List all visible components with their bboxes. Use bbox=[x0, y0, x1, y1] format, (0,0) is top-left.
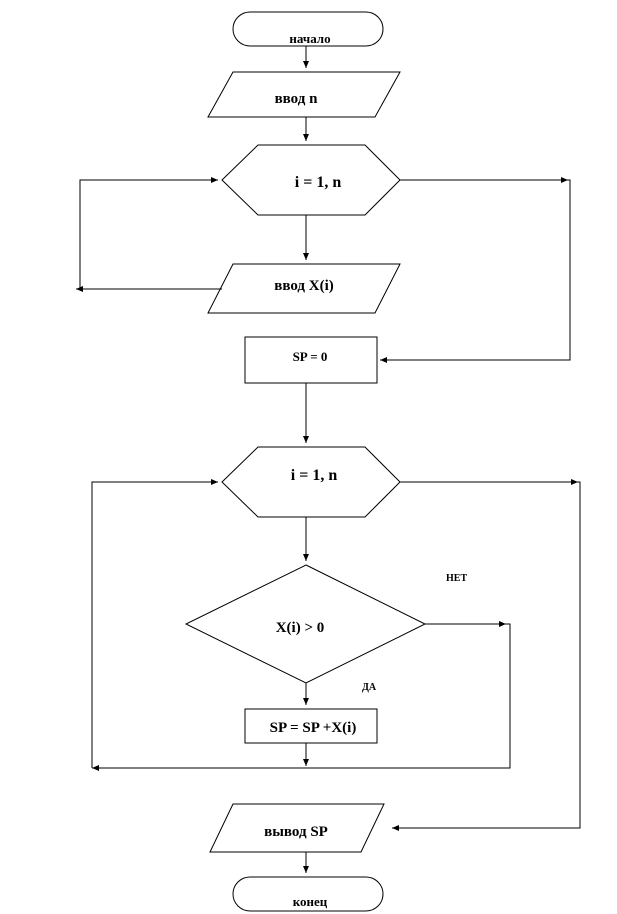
condition-diamond: X(i) > 0 bbox=[184, 564, 427, 684]
init-sum-label: SP = 0 bbox=[293, 349, 328, 364]
loop1-label: i = 1, n bbox=[295, 174, 342, 191]
condition-label: X(i) > 0 bbox=[276, 620, 325, 636]
init-sum-process: SP = 0 bbox=[244, 336, 378, 384]
start-label: начало bbox=[289, 31, 330, 46]
loop2-exit-line bbox=[392, 481, 581, 831]
end-label: конец bbox=[293, 894, 328, 909]
input-n-parallelogram: ввод n bbox=[207, 71, 401, 118]
input-x-parallelogram: ввод X(i) bbox=[207, 263, 401, 314]
input-x-label: ввод X(i) bbox=[274, 278, 334, 294]
loop2-hexagon: i = 1, n bbox=[221, 446, 401, 518]
input-n-label: ввод n bbox=[275, 91, 319, 107]
loop1-return-line bbox=[79, 177, 222, 290]
loop1-exit-line bbox=[380, 179, 571, 363]
accumulate-label: SP = SP +X(i) bbox=[270, 720, 357, 736]
no-branch-line bbox=[92, 623, 511, 771]
loop2-label: i = 1, n bbox=[291, 467, 338, 484]
output-label: вывод SP bbox=[264, 824, 328, 840]
no-branch-label: НЕТ bbox=[446, 573, 467, 584]
start-terminator: начало bbox=[232, 11, 384, 47]
output-sp-parallelogram: вывод SP bbox=[209, 803, 385, 853]
loop2-return-line bbox=[91, 479, 218, 768]
loop1-hexagon: i = 1, n bbox=[221, 144, 401, 216]
yes-branch-label: ДА bbox=[362, 682, 377, 693]
accumulate-process: SP = SP +X(i) bbox=[244, 708, 378, 744]
end-terminator: конец bbox=[232, 876, 384, 912]
